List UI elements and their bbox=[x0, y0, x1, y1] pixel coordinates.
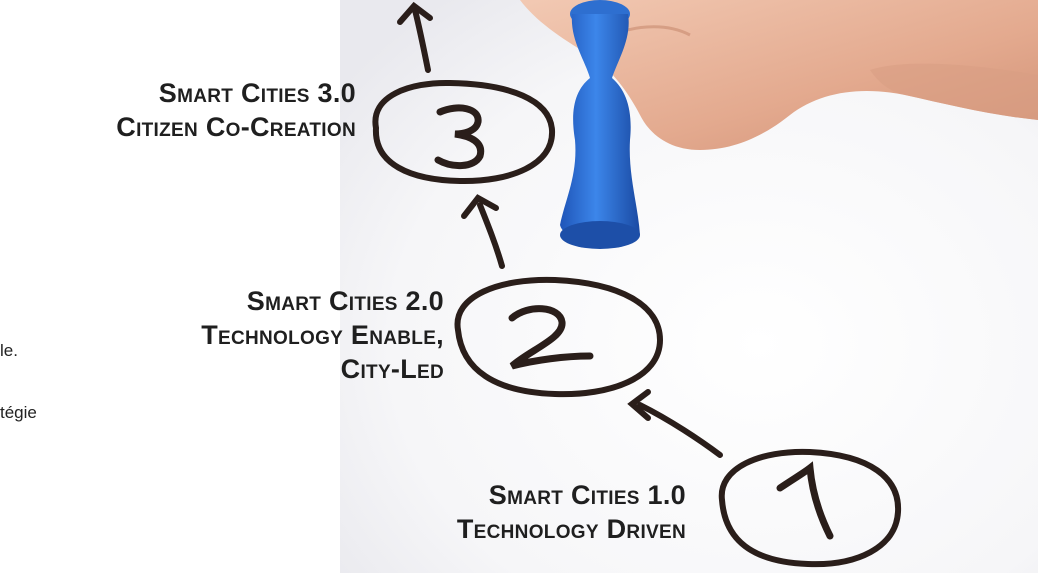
step-2-subtitle-line-2: City-Led bbox=[340, 354, 444, 384]
circle-2 bbox=[454, 276, 664, 398]
hand bbox=[520, 0, 1038, 150]
step-1-title: Smart Cities 1.0 bbox=[488, 480, 686, 510]
arrow-2-to-3 bbox=[461, 194, 505, 269]
step-2-title: Smart Cities 2.0 bbox=[246, 286, 444, 316]
step-2-subtitle-line-1: Technology Enable, bbox=[201, 320, 444, 350]
circle-3 bbox=[372, 79, 556, 185]
arrow-top bbox=[397, 1, 433, 73]
step-3-label: Smart Cities 3.0 Citizen Co-Creation bbox=[116, 76, 356, 144]
arrow-1-to-2 bbox=[627, 389, 723, 458]
step-1-label: Smart Cities 1.0 Technology Driven bbox=[457, 478, 686, 546]
cropped-text-line-1: le. bbox=[0, 341, 18, 360]
step-3-title: Smart Cities 3.0 bbox=[158, 78, 356, 108]
cropped-text-line-2: tégie bbox=[0, 403, 37, 422]
blue-pawn bbox=[560, 0, 640, 249]
step-1-subtitle: Technology Driven bbox=[456, 514, 686, 544]
circle-1 bbox=[718, 448, 902, 568]
step-2-label: Smart Cities 2.0 Technology Enable, City… bbox=[201, 284, 444, 386]
step-3-subtitle: Citizen Co-Creation bbox=[116, 112, 356, 142]
